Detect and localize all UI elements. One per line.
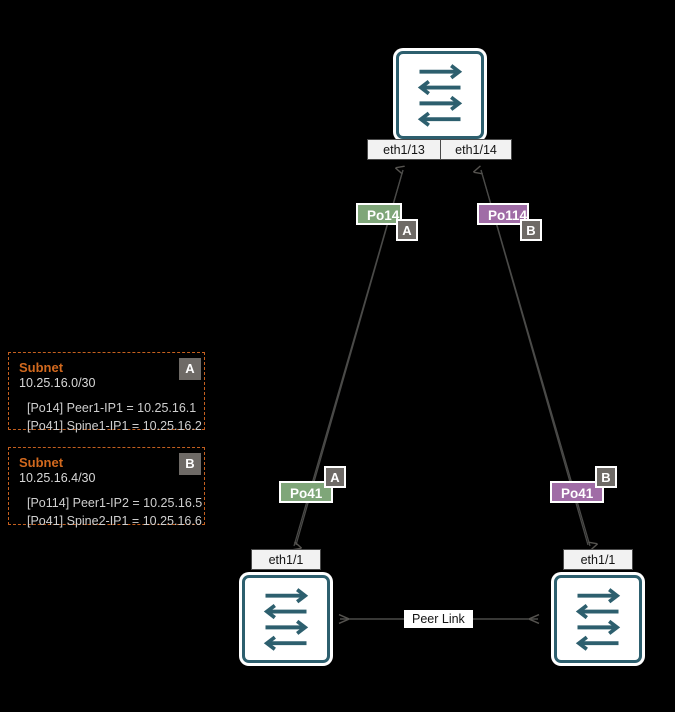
subnet-a-badge: A [179,358,201,380]
spine-port-eth1-14[interactable]: eth1/14 [440,139,512,160]
switch-icon [263,588,309,651]
portchannel-po41-left[interactable]: Po41 [279,481,333,503]
portchannel-po14[interactable]: Po14 [356,203,402,225]
subnet-a-entry-1: [Po14] Peer1-IP1 = 10.25.16.1 [27,401,197,415]
portchannel-po114[interactable]: Po114 [477,203,529,225]
portchannel-po41-right[interactable]: Po41 [550,481,604,503]
badge-b-po114: B [520,219,542,241]
subnet-a-title: Subnet [19,360,64,375]
subnet-b-entry-2: [Po41] Spine2-IP1 = 10.25.16.6 [27,514,202,528]
subnet-box-a: Subnet 10.25.16.0/30 [Po14] Peer1-IP1 = … [8,352,205,433]
switch-icon [575,588,621,651]
badge-a-po41-left: A [324,466,346,488]
badge-a-po14: A [396,219,418,241]
peer-link-label: Peer Link [404,610,473,628]
subnet-b-badge: B [179,453,201,475]
subnet-a-cidr: 10.25.16.0/30 [19,376,96,390]
subnet-box-b: Subnet 10.25.16.4/30 [Po114] Peer1-IP2 =… [8,447,205,528]
spine-port-eth1-13[interactable]: eth1/13 [367,139,441,160]
badge-b-po41-right: B [595,466,617,488]
subnet-a-entry-2: [Po41] Spine1-IP1 = 10.25.16.2 [27,419,202,433]
subnet-b-title: Subnet [19,455,64,470]
leaf-switch-left[interactable] [242,575,330,663]
subnet-a-entries: [Po14] Peer1-IP1 = 10.25.16.1 [Po41] Spi… [19,399,202,435]
right-leaf-port-eth1-1[interactable]: eth1/1 [563,549,633,570]
subnet-b-cidr: 10.25.16.4/30 [19,471,96,485]
switch-icon [417,64,463,127]
subnet-b-entries: [Po114] Peer1-IP2 = 10.25.16.5 [Po41] Sp… [19,494,203,530]
left-leaf-port-eth1-1[interactable]: eth1/1 [251,549,321,570]
leaf-switch-right[interactable] [554,575,642,663]
subnet-b-entry-1: [Po114] Peer1-IP2 = 10.25.16.5 [27,496,203,510]
spine-switch[interactable] [396,51,484,139]
